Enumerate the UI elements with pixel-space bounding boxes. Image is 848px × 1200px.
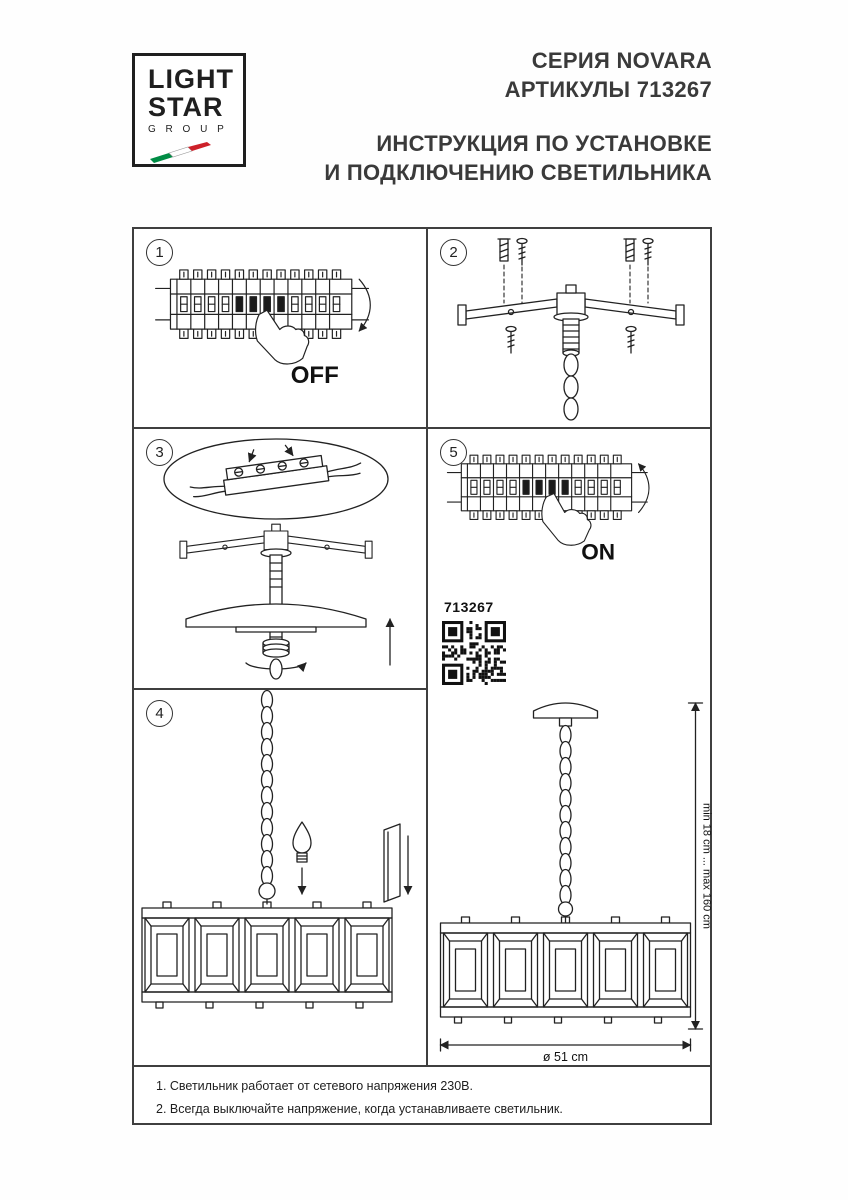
ceiling-canopy: [532, 702, 599, 727]
series-title: СЕРИЯ NOVARA: [531, 48, 712, 73]
callout-oval: [163, 438, 389, 520]
instruction-title-line1: ИНСТРУКЦИЯ ПО УСТАНОВКЕ: [376, 131, 712, 157]
height-dimension: min 18 cm ... max 160 cm: [687, 702, 713, 1030]
panel-step-4: 4: [134, 689, 426, 1065]
article-title: АРТИКУЛЫ 713267: [504, 77, 712, 103]
drum-shade: [441, 917, 691, 1023]
instruction-grid: 1 OFF 2: [132, 227, 714, 1127]
grid-horizontal-divider-1: [134, 427, 710, 429]
instruction-title-line2: И ПОДКЛЮЧЕНИЮ СВЕТИЛЬНИКА: [324, 160, 712, 186]
lightstar-logo: LIGHT STAR G R O U P: [132, 53, 246, 167]
circuit-breaker-off-diagram: OFF: [150, 257, 371, 389]
step-number-2: 2: [440, 239, 467, 266]
grid-horizontal-divider-2: [134, 688, 427, 690]
terminal-connection-canopy-diagram: [163, 438, 395, 680]
header: СЕРИЯ NOVARA АРТИКУЛЫ 713267 ИНСТРУКЦИЯ …: [324, 46, 712, 187]
height-range-label: min 18 cm ... max 160 cm: [701, 803, 713, 929]
panel-step-1: 1 OFF: [134, 229, 426, 427]
lock-collar: [262, 638, 290, 658]
on-label: ON: [581, 539, 615, 564]
note-1: 1. Светильник работает от сетевого напря…: [156, 1079, 473, 1093]
crystal-plate: [383, 823, 413, 903]
diameter-dimension: ø 51 cm: [439, 1038, 692, 1064]
off-label: OFF: [291, 362, 339, 389]
candle-bulb-icon: [292, 821, 312, 895]
suspension-chain: [557, 724, 574, 924]
suspension-chain: [258, 689, 276, 905]
logo-text-star: STAR: [148, 91, 224, 122]
assembled-chandelier-diagram: min 18 cm ... max 160 cm ø 51 cm: [439, 702, 713, 1064]
grid-vertical-divider: [426, 229, 428, 1065]
shade-assembly-diagram: [134, 689, 413, 1064]
italian-flag-icon: [150, 142, 211, 164]
qr-finder-patterns: [442, 621, 506, 685]
step-number-5: 5: [440, 439, 467, 466]
step-number-3: 3: [146, 439, 173, 466]
grid-horizontal-divider-3: [134, 1065, 710, 1067]
canopy: [185, 603, 367, 633]
article-number: 713267: [444, 599, 494, 615]
footer-notes: 1. Светильник работает от сетевого напря…: [134, 1067, 710, 1127]
panel-step-5-and-result: 5 ON 713267: [428, 429, 714, 1065]
note-2: 2. Всегда выключайте напряжение, когда у…: [156, 1101, 563, 1116]
terminal-block: [189, 444, 362, 498]
drum-shade: [142, 902, 392, 1008]
ceiling-bracket-mounting-diagram: [457, 237, 685, 421]
logo-text-group: G R O U P: [148, 124, 228, 136]
step-number-1: 1: [146, 239, 173, 266]
panel-step-3: 3: [134, 429, 426, 688]
panel-step-2: 2: [428, 229, 714, 427]
step-number-4: 4: [146, 700, 173, 727]
circuit-breaker-on-diagram: ON: [442, 443, 650, 564]
logo-text-light: LIGHT: [148, 64, 234, 94]
qr-code: [442, 621, 506, 685]
diameter-label: ø 51 cm: [543, 1050, 588, 1064]
